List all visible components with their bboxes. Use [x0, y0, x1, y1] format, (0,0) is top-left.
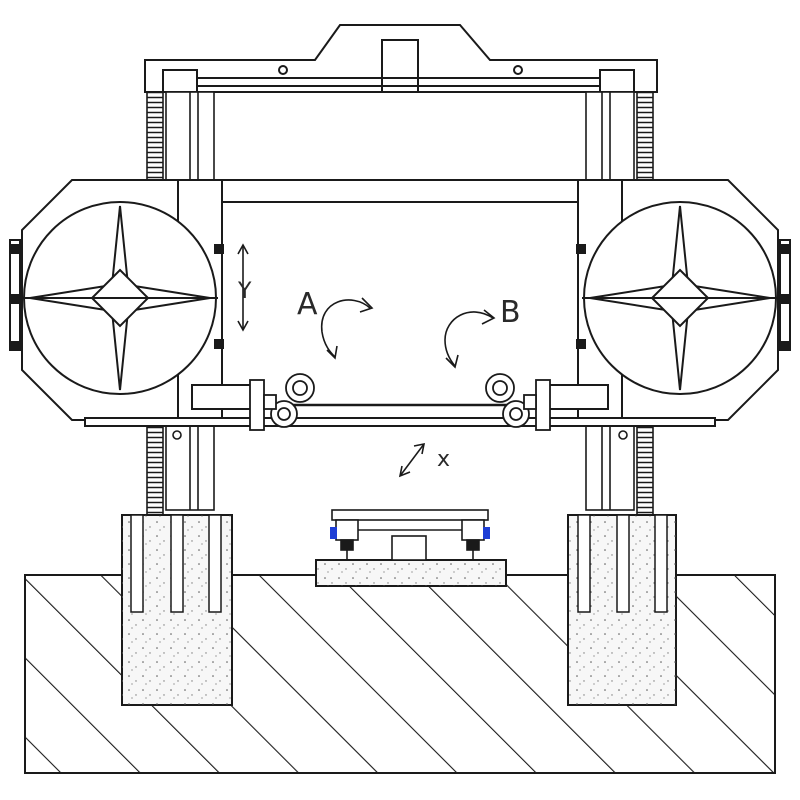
label-y: Y: [237, 279, 252, 304]
left-blade-guide: [249, 373, 315, 431]
lower-blade-beam: [84, 384, 716, 427]
left-band-wheel: [22, 201, 218, 395]
left-column: [146, 91, 215, 516]
rail-carriage: [330, 509, 490, 561]
left-concrete-pier: [121, 514, 233, 706]
right-band-wheel: [582, 201, 778, 395]
rotation-arrow-a: [321, 297, 374, 360]
label-b: B: [500, 295, 521, 330]
right-concrete-pier: [567, 514, 677, 706]
label-a: A: [297, 287, 318, 322]
rotation-arrow-b: [444, 309, 496, 369]
center-concrete-base: [315, 559, 507, 587]
upper-bridge-beam: [221, 179, 579, 203]
label-x: x: [437, 447, 450, 472]
y-axis-arrow: [237, 243, 249, 332]
top-crossbeam: [144, 24, 658, 93]
x-axis-arrow: [398, 442, 426, 478]
right-blade-guide: [485, 373, 551, 431]
